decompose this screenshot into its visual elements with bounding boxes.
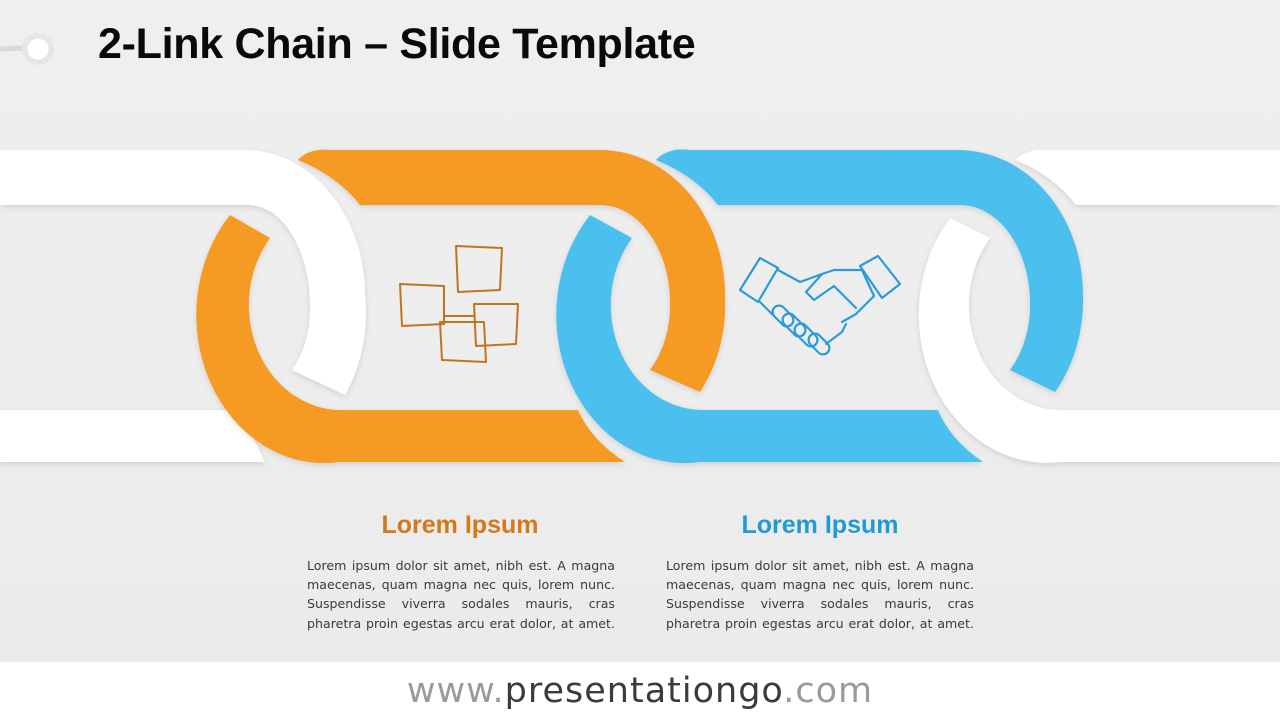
right-white-link-top (1016, 149, 1280, 205)
chain-diagram (0, 149, 1280, 464)
handshake-icon (738, 254, 902, 356)
orange-link-upper (298, 149, 726, 392)
title-ring-icon (0, 33, 54, 65)
blue-link-upper (656, 149, 1084, 392)
link-1-heading: Lorem Ipsum (381, 511, 539, 539)
footer-website: www.presentationgo.com (0, 662, 1280, 720)
link-1-body: Lorem ipsum dolor sit amet, nibh est. A … (307, 558, 615, 631)
footer-domain: presentationgo (504, 671, 784, 711)
link-2-body: Lorem ipsum dolor sit amet, nibh est. A … (666, 558, 974, 631)
footer-prefix: www. (406, 671, 505, 711)
footer-suffix: .com (783, 671, 874, 711)
left-white-link-bottom (0, 410, 265, 462)
sticky-notes-icon (399, 245, 519, 363)
right-white-link (918, 218, 1280, 463)
blue-link-lower (556, 215, 983, 464)
orange-link-lower (196, 215, 625, 464)
left-white-link (0, 150, 366, 395)
link-2-heading: Lorem Ipsum (741, 511, 899, 539)
page-title: 2-Link Chain – Slide Template (98, 20, 696, 68)
